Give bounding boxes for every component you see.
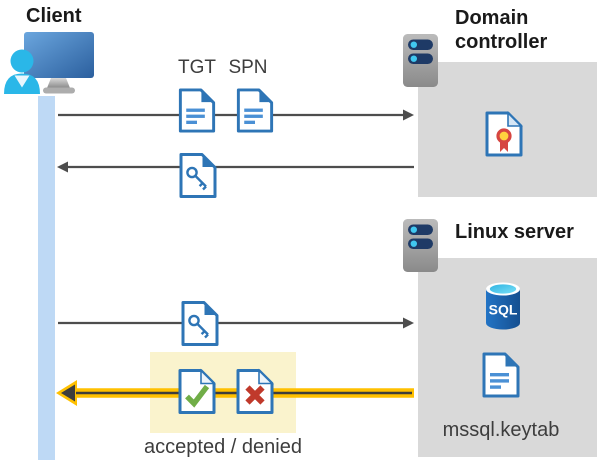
certificate-document-icon bbox=[484, 111, 524, 157]
domain-controller-server-icon bbox=[402, 33, 439, 88]
spn-label: SPN bbox=[228, 57, 268, 78]
key-document-icon-to-linux bbox=[180, 300, 220, 347]
sql-database-icon: SQL bbox=[486, 282, 520, 330]
person-at-monitor-icon bbox=[4, 32, 94, 94]
tgt-document-icon bbox=[177, 88, 217, 133]
key-document-icon-dc-response bbox=[178, 152, 218, 199]
domain-controller-title: Domain controller bbox=[455, 7, 548, 54]
x-document-icon bbox=[235, 368, 275, 415]
arrow-client-to-dc bbox=[58, 109, 414, 121]
linux-server-server-icon bbox=[402, 218, 439, 273]
arrow-client-to-linux bbox=[58, 317, 414, 329]
accepted-denied-label: accepted / denied bbox=[144, 436, 302, 458]
client-lifeline bbox=[38, 96, 55, 460]
tgt-label: TGT bbox=[178, 57, 216, 78]
spn-document-icon bbox=[235, 88, 275, 133]
client-title: Client bbox=[26, 5, 82, 27]
check-document-icon bbox=[177, 368, 217, 415]
sql-badge-text: SQL bbox=[489, 302, 518, 318]
keytab-label: mssql.keytab bbox=[442, 419, 560, 441]
keytab-document-icon bbox=[481, 351, 521, 399]
arrow-dc-to-client bbox=[57, 161, 414, 173]
linux-server-title: Linux server bbox=[455, 221, 574, 243]
